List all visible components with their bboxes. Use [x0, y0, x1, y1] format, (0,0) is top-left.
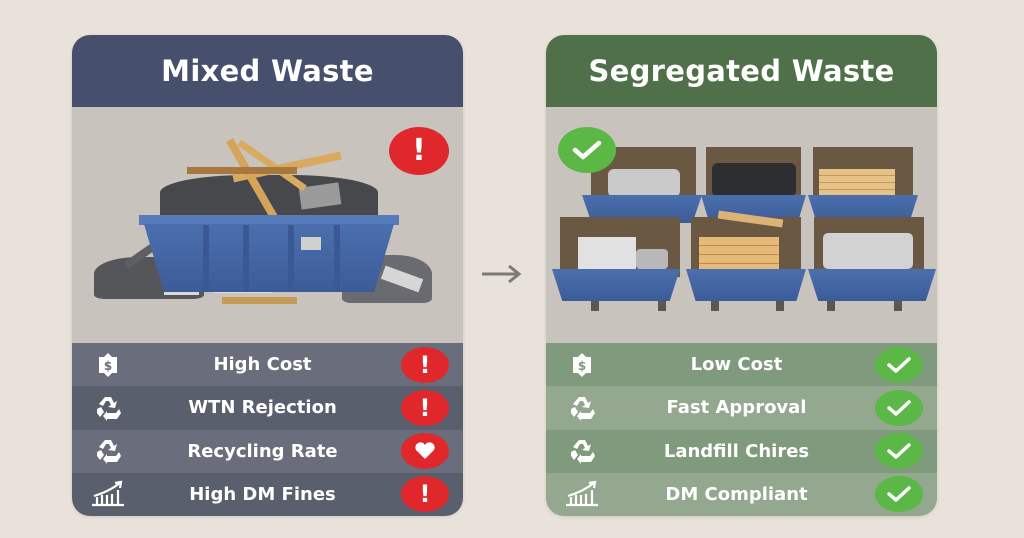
attribute-label: WTN Rejection [188, 397, 337, 419]
checkmark-icon [875, 389, 923, 426]
growth-chart-icon [90, 480, 126, 508]
attribute-row-dm-compliant: DM Compliant [546, 472, 937, 516]
mixed-waste-image: ! [72, 107, 463, 343]
exclamation-icon: ! [401, 389, 449, 426]
mixed-waste-attributes: High Cost ! WTN Rejection ! Recycling Ra… [72, 343, 463, 516]
recycle-icon [564, 437, 600, 465]
segregated-waste-card: Segregated Waste [546, 35, 937, 516]
dollar-icon [90, 351, 126, 379]
segregated-waste-attributes: $ Low Cost Fast Approval Landfill Chires… [546, 343, 937, 516]
arrow-right-icon [482, 264, 522, 284]
attribute-row-low-cost: $ Low Cost [546, 343, 937, 387]
exclamation-icon: ! [412, 133, 426, 168]
attribute-row-high-dm-fines: High DM Fines ! [72, 472, 463, 516]
exclamation-icon: ! [401, 476, 449, 513]
mixed-waste-title: Mixed Waste [72, 35, 463, 107]
recycle-icon [564, 394, 600, 422]
attribute-row-landfill-chires: Landfill Chires [546, 429, 937, 473]
success-badge [558, 127, 616, 173]
growth-chart-icon [564, 480, 600, 508]
checkmark-icon [875, 346, 923, 383]
checkmark-icon [875, 476, 923, 513]
checkmark-icon [875, 433, 923, 470]
attribute-label: Fast Approval [666, 397, 807, 419]
attribute-label: Recycling Rate [187, 440, 338, 462]
attribute-label: High Cost [213, 354, 312, 376]
attribute-label: Low Cost [690, 354, 783, 376]
heart-icon [401, 433, 449, 470]
attribute-row-wtn-rejection: WTN Rejection ! [72, 386, 463, 430]
attribute-label: DM Compliant [665, 483, 808, 505]
attribute-label: Landfill Chires [663, 440, 810, 462]
attribute-row-recycling-rate: Recycling Rate [72, 429, 463, 473]
warning-badge: ! [389, 127, 449, 175]
dollar-icon: $ [564, 351, 600, 379]
recycle-icon [90, 437, 126, 465]
recycle-icon [90, 394, 126, 422]
attribute-label: High DM Fines [189, 483, 336, 505]
checkmark-icon [572, 140, 602, 160]
attribute-row-high-cost: High Cost ! [72, 343, 463, 387]
segregated-waste-image [546, 107, 937, 343]
attribute-row-fast-approval: Fast Approval [546, 386, 937, 430]
svg-text:$: $ [578, 359, 586, 373]
exclamation-icon: ! [401, 346, 449, 383]
segregated-waste-title: Segregated Waste [546, 35, 937, 107]
mixed-waste-card: Mixed Waste ! High Cost ! [72, 35, 463, 516]
